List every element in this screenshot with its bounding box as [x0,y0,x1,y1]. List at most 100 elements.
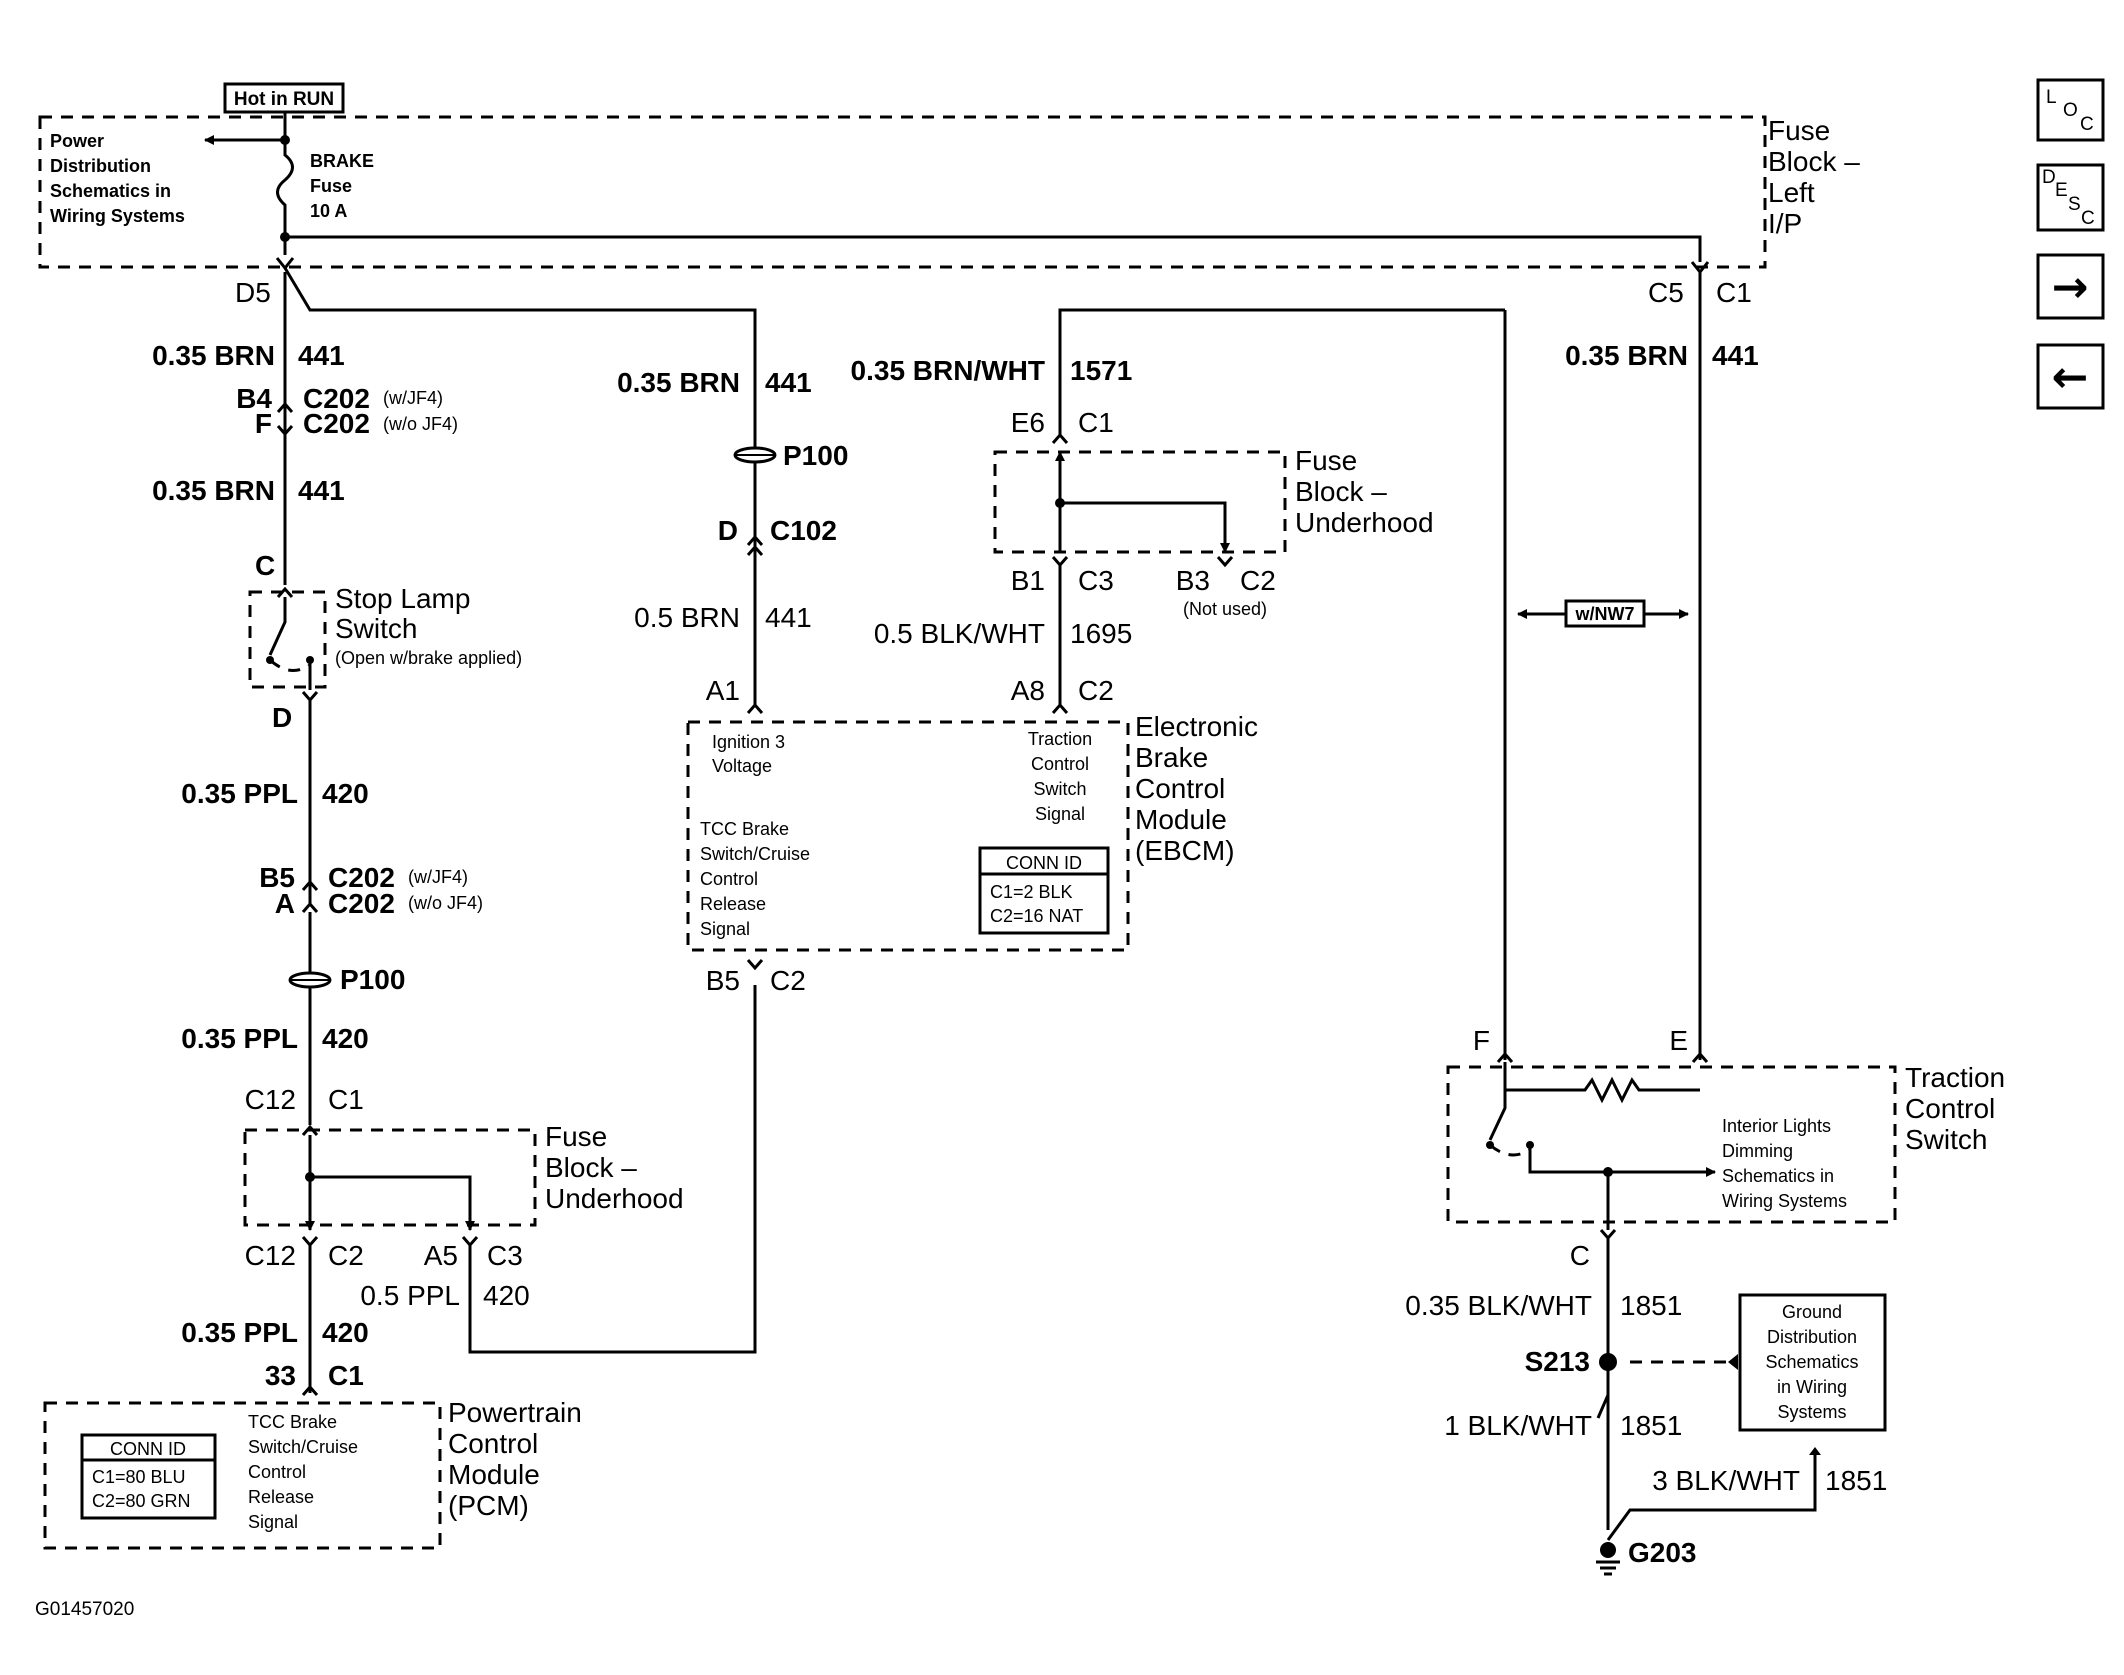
c202-a-terminal [301,901,319,913]
prev-button[interactable]: ← [2036,343,2105,410]
brake-fuse-label-2: Fuse [310,176,352,196]
fbu2-path-2 [1060,501,1230,553]
loc-button-frame [2036,78,2105,142]
loc-letter-o: O [2063,100,2078,121]
c202-a-note: (w/o JF4) [408,893,483,913]
fbu1-title-2: Block – [545,1152,637,1183]
ebcm-tcc-2: Switch/Cruise [700,844,810,864]
w4-circuit: 420 [322,1023,369,1054]
wire-441-to-ebcm [283,267,757,705]
power-dist-line-3: Schematics in [50,181,171,201]
w5-circuit: 420 [483,1280,530,1311]
desc-button[interactable]: D E S C [2036,163,2105,232]
c102-terminal-a [746,534,764,546]
c102-d-label: D [718,515,738,546]
w10-gauge: 0.5 BLK/WHT [874,618,1045,649]
w6-circuit: 420 [322,1317,369,1348]
w12-circuit: 1851 [1620,1290,1682,1321]
d5-label: D5 [235,277,271,308]
c102-label: C102 [770,515,837,546]
fuse-bus-to-c5 [285,235,1702,262]
fbu2-b1-terminal [1051,556,1069,568]
c5-label: C5 [1648,277,1684,308]
desc-letter-s: S [2068,194,2081,215]
ebcm-tcc-3: Control [700,869,758,889]
tcs-interior-3: Schematics in [1722,1166,1834,1186]
g203-ground-symbol [1596,1560,1620,1576]
pcm-signal-2: Switch/Cruise [248,1437,358,1457]
fuse-block-lip-title-1: Fuse [1768,115,1830,146]
fbu1-c3-label: C3 [487,1240,523,1271]
fbu2-c2-label: C2 [1240,565,1276,596]
pcm-conn-id-box [80,1433,217,1520]
c202-b4-note: (w/JF4) [383,388,443,408]
w14-circuit: 1851 [1825,1465,1887,1496]
power-dist-line-1: Power [50,131,104,151]
fbu2-b1-label: B1 [1011,565,1045,596]
c202-b5-connector: C202 [328,862,395,893]
pcm-outline [43,1401,442,1550]
desc-letter-e: E [2055,180,2068,201]
pcm-c1-label: C1 [328,1360,364,1391]
tcs-title-1: Traction [1905,1062,2005,1093]
ebcm-tcs-3: Switch [1033,779,1086,799]
fbu2-b3-label: B3 [1176,565,1210,596]
g203-ground-point [1600,1542,1616,1558]
c202-b5-terminal [301,879,319,891]
stop-d-label: D [272,702,292,733]
tcs-resistor [1505,1076,1700,1104]
ground-dist-5: Systems [1777,1402,1846,1422]
ebcm-tcs-4: Signal [1035,804,1085,824]
ebcm-tcc-1: TCC Brake [700,819,789,839]
fbu2-title-2: Block – [1295,476,1387,507]
fbu1-path-2 [310,1175,475,1231]
next-button[interactable]: → [2036,253,2105,320]
w-nw7-box [1564,599,1646,628]
ebcm-title-4: Module [1135,804,1227,835]
pcm-conn-id-2: C2=80 GRN [92,1491,191,1511]
ground-dist-box [1738,1293,1887,1432]
tcs-c-label: C [1570,1240,1590,1271]
w9-gauge: 0.35 BRN/WHT [851,355,1045,386]
ebcm-b5-label: B5 [706,965,740,996]
fbu1-a5-out-terminal [461,1236,479,1248]
prev-button-frame [2036,343,2105,410]
ground-dist-3: Schematics [1765,1352,1858,1372]
power-dist-line-4: Wiring Systems [50,206,185,226]
tcs-c-terminal [1599,1229,1617,1241]
w8-circuit: 441 [765,602,812,633]
w4-gauge: 0.35 PPL [181,1023,298,1054]
brake-fuse-symbol [276,112,294,255]
p100-left-label: P100 [340,964,405,995]
tcs-e-terminal [1691,1051,1709,1063]
loc-letter-c: C [2080,114,2094,135]
tcs-title-3: Switch [1905,1124,1987,1155]
g203-label: G203 [1628,1537,1697,1568]
brake-fuse-label-3: 10 A [310,201,347,221]
w3-gauge: 0.35 PPL [181,778,298,809]
fbu2-b3-terminal [1216,556,1234,568]
fuse-block-lip-outline [38,115,1767,269]
fuse-block-lip-title-3: Left [1768,177,1815,208]
ground-dist-2: Distribution [1767,1327,1857,1347]
tcs-e-label: E [1669,1025,1688,1056]
pcm-conn-id-1: C1=80 BLU [92,1467,186,1487]
desc-button-frame [2036,163,2105,232]
ebcm-title-5: (EBCM) [1135,835,1235,866]
w13-gauge: 1 BLK/WHT [1444,1410,1592,1441]
ebcm-a1-terminal [746,702,764,714]
fbu1-title-3: Underhood [545,1183,684,1214]
loc-button[interactable]: L O C [2036,78,2105,142]
ebcm-tcs-1: Traction [1028,729,1092,749]
c202-a-cavity: A [275,888,295,919]
c202-b5-cavity: B5 [259,862,295,893]
stop-lamp-title-2: Switch [335,613,417,644]
w2-gauge: 0.35 BRN [152,475,275,506]
ebcm-tcc-5: Signal [700,919,750,939]
ebcm-c2-label: C2 [1078,675,1114,706]
tcs-interior-4: Wiring Systems [1722,1191,1847,1211]
pcm-conn-id-title: CONN ID [110,1439,186,1459]
c202-f-connector: C202 [303,408,370,439]
fbu1-c12b-label: C12 [245,1240,296,1271]
c202-b4-cavity: B4 [236,383,272,414]
